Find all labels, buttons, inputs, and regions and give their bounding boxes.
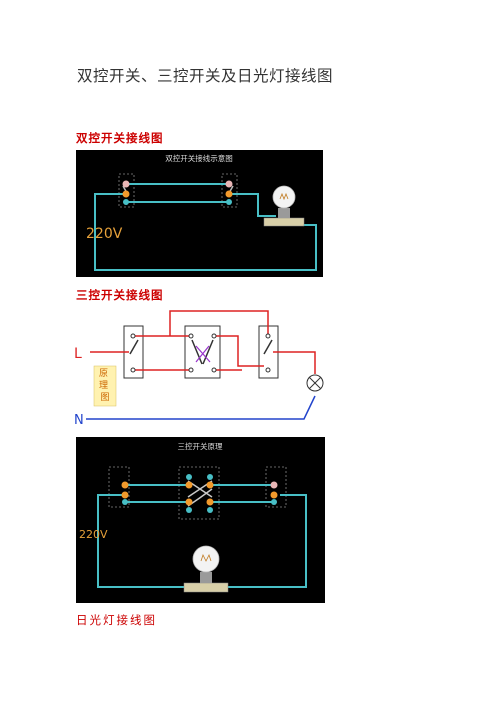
lamp-symbol-icon [306,374,324,392]
section-heading-two-way: 双控开关接线图 [76,131,164,145]
diagram-header-two-way: 双控开关接线示意图 [165,153,233,163]
section-heading-fluorescent: 日光灯接线图 [76,613,157,627]
light-bulb-icon [263,185,305,227]
light-bulb-icon-principle [183,545,229,593]
page-title: 双控开关、三控开关及日光灯接线图 [77,67,334,85]
principle-label-char-2: 理 [99,380,108,391]
section-heading-three-way: 三控开关接线图 [76,288,164,302]
principle-label-char-1: 原 [99,368,108,379]
voltage-label-two-way: 220V [86,226,123,242]
three-way-switch-principle-diagram: 三控开关原理 220V [76,437,325,603]
two-way-switch-diagram: 双控开关接线示意图 220V [76,150,323,277]
switch-terminals-right [225,180,233,205]
line-label: L [74,346,82,362]
three-way-switch-schematic: L N 原 理 图 [72,306,328,432]
neutral-label: N [74,413,84,428]
diagram-header-three-way: 三控开关原理 [178,441,223,451]
voltage-label-three-way: 220V [79,528,108,541]
switch-terminals-left [122,180,130,205]
principle-label: 原 理 图 [99,368,111,403]
principle-label-char-3: 图 [100,392,109,403]
